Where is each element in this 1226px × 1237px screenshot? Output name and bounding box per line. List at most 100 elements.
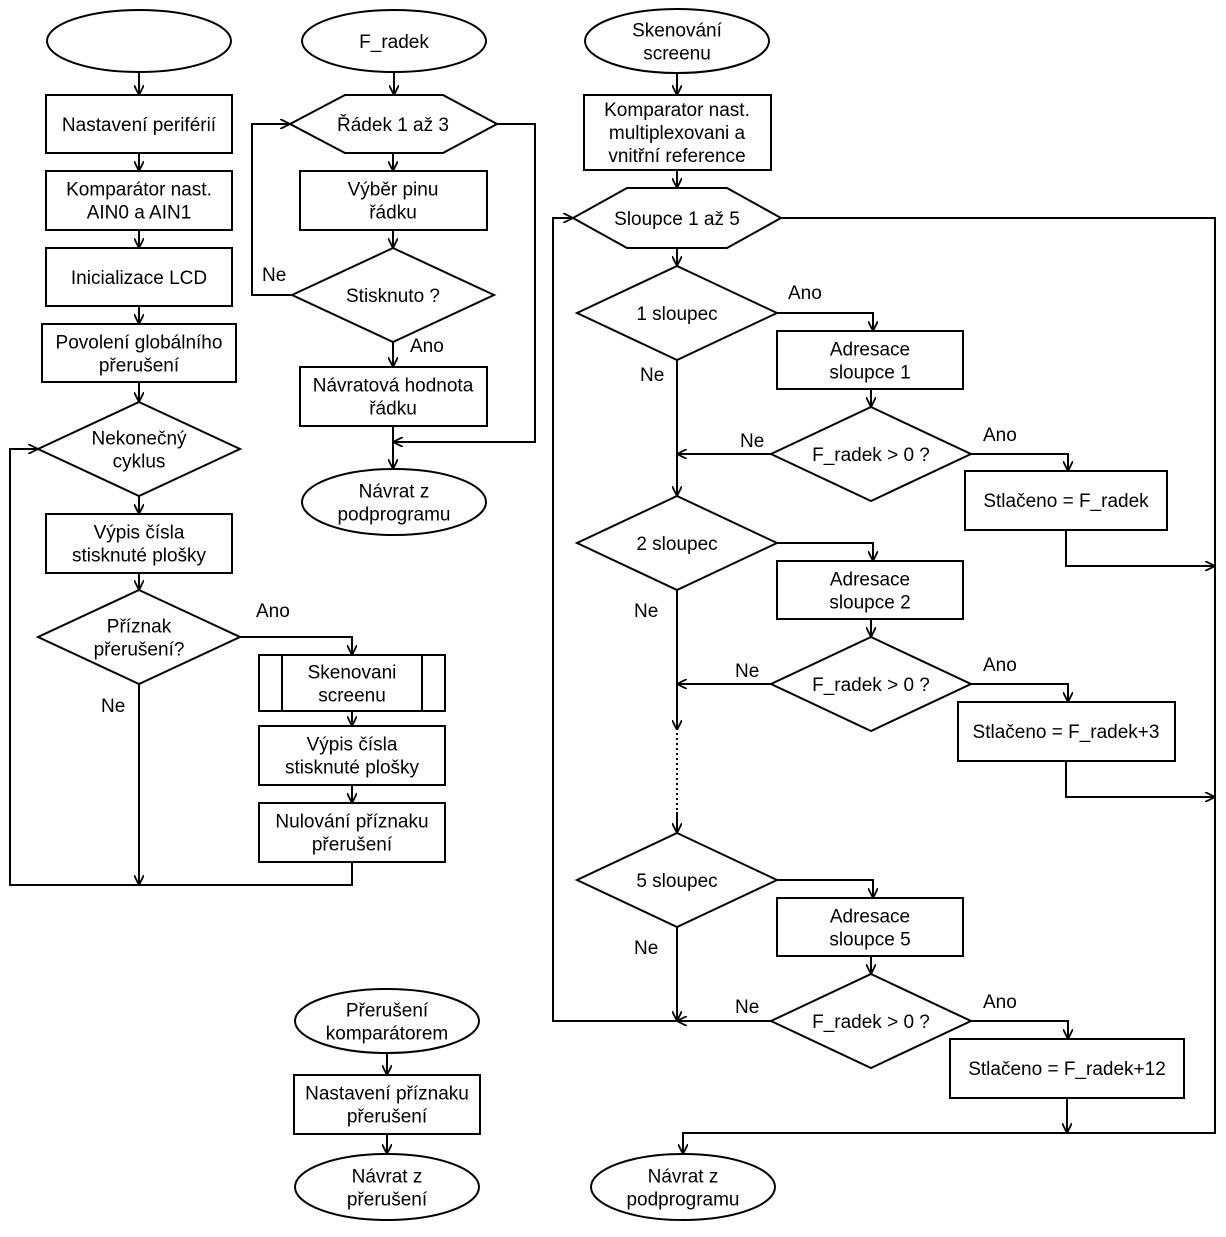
text-line: Přerušení <box>346 1001 429 1022</box>
check5-yes-label: Ano <box>983 992 1017 1013</box>
col2-label: 2 sloupec <box>636 534 717 555</box>
text-line: Výpis čísla <box>307 735 398 756</box>
global-interrupt-box <box>41 323 237 383</box>
text-line: přerušení <box>347 1190 428 1211</box>
lcd-init-box <box>45 247 233 307</box>
text-line: Výpis čísla <box>94 523 185 544</box>
text-line: přerušení? <box>94 640 185 661</box>
text-line: screenu <box>318 686 386 707</box>
text-line: 5 sloupec <box>636 871 717 892</box>
text-line: Stlačeno = F_radek <box>983 491 1149 512</box>
check1-no-label: Ne <box>740 431 764 452</box>
set-flag-box <box>293 1074 481 1135</box>
text-line: F_radek > 0 ? <box>812 445 930 466</box>
result2-label: Stlačeno = F_radek+3 <box>973 722 1160 743</box>
text-line: Nastavení příznaku <box>305 1084 469 1105</box>
scan-call-box <box>258 654 446 712</box>
result1-box <box>964 470 1168 531</box>
row-loop-label: Řádek 1 až 3 <box>337 114 449 136</box>
addr1-box <box>776 330 964 390</box>
text-line: přerušení <box>347 1107 428 1128</box>
text-line: F_radek > 0 ? <box>812 1012 930 1033</box>
text-line: sloupce 5 <box>829 930 910 951</box>
check1-yes-label: Ano <box>983 425 1017 446</box>
col5-no-label: Ne <box>634 938 658 959</box>
text-line: řádku <box>369 399 417 420</box>
check2-yes-label: Ano <box>983 655 1017 676</box>
pressed-label: Stisknuto ? <box>346 286 440 307</box>
column-loop-label: Sloupce 1 až 5 <box>614 209 740 230</box>
result2-box <box>957 701 1176 762</box>
check2-decision <box>768 635 974 733</box>
text-line: Sloupce 1 až 5 <box>614 209 740 230</box>
check5-no-label: Ne <box>735 997 759 1018</box>
init-peripherals-label: Nastavení periférií <box>62 115 217 136</box>
text-line: Adresace <box>830 570 910 591</box>
comparator-setup-label: Komparátor nast.AIN0 a AIN1 <box>66 180 212 224</box>
select-pin-box <box>299 170 488 231</box>
text-line: AIN0 a AIN1 <box>87 203 192 224</box>
f-radek-start-label: F_radek <box>359 32 429 53</box>
addr2-box <box>776 560 964 620</box>
text-line: vnitřní reference <box>608 146 745 167</box>
col1-no-label: Ne <box>640 365 664 386</box>
text-line: Nekonečný <box>91 429 187 450</box>
print-pad2-box <box>258 725 446 786</box>
text-line: Návrat z <box>352 1167 423 1188</box>
lcd-init-label: Inicializace LCD <box>71 268 207 289</box>
text-line: Komparator nast. <box>604 100 750 121</box>
interrupt-flag-no-label: Ne <box>101 696 125 717</box>
text-line: Návratová hodnota <box>313 376 474 397</box>
text-line: multiplexovani a <box>609 123 746 144</box>
main-flow: Nastavení periférií Komparátor nast.AIN0… <box>9 9 446 886</box>
scan-comparator-box <box>583 94 772 171</box>
text-line: Skenování <box>632 21 723 42</box>
text-line: podprogramu <box>337 505 450 526</box>
pressed-yes-label: Ano <box>410 336 444 357</box>
check1-decision <box>768 405 974 503</box>
text-line: Řádek 1 až 3 <box>337 114 449 136</box>
print-pad-box <box>45 513 233 574</box>
text-line: F_radek > 0 ? <box>812 675 930 696</box>
text-line: přerušení <box>99 356 180 377</box>
text-line: 1 sloupec <box>636 304 717 325</box>
return-value-box <box>299 366 488 427</box>
text-line: Návrat z <box>359 482 430 503</box>
addr5-box <box>776 897 964 957</box>
col1-label: 1 sloupec <box>636 304 717 325</box>
text-line: 2 sloupec <box>636 534 717 555</box>
text-line: Komparátor nast. <box>66 180 212 201</box>
init-peripherals-box <box>45 94 233 154</box>
interrupt-flag-yes-label: Ano <box>256 601 290 622</box>
text-line: stisknuté plošky <box>285 758 420 779</box>
text-line: Stisknuto ? <box>346 286 440 307</box>
check5-label: F_radek > 0 ? <box>812 1012 930 1033</box>
main-start-terminal <box>46 9 232 73</box>
text-line: přerušení <box>312 835 393 856</box>
text-line: Inicializace LCD <box>71 268 207 289</box>
text-line: cyklus <box>113 452 166 473</box>
text-line: podprogramu <box>626 1190 739 1211</box>
text-line: Adresace <box>830 340 910 361</box>
text-line: sloupce 1 <box>829 363 910 384</box>
text-line: řádku <box>369 203 417 224</box>
check2-no-label: Ne <box>735 661 759 682</box>
check5-decision <box>768 972 974 1070</box>
text-line: Povolení globálního <box>56 333 223 354</box>
